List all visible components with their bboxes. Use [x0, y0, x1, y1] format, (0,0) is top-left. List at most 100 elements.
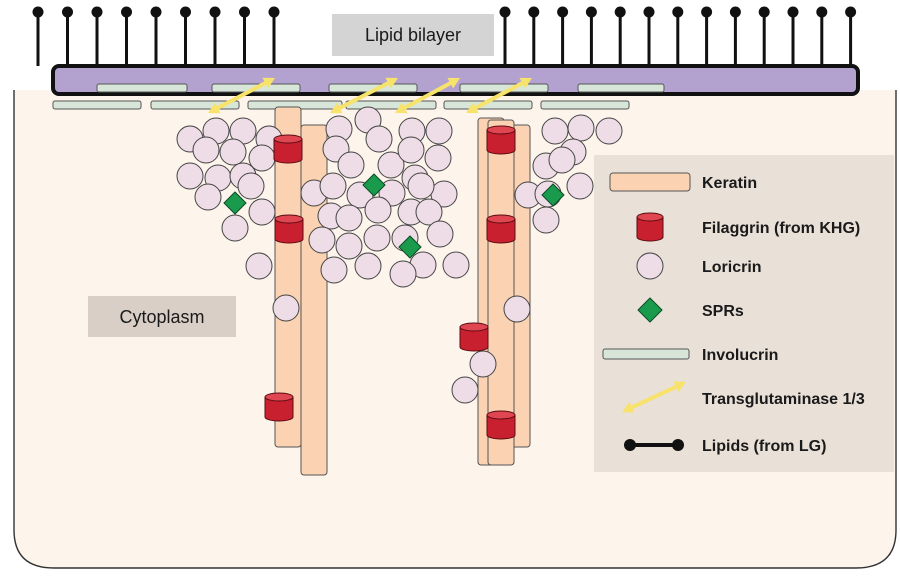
- involucrin-bar: [345, 100, 437, 110]
- legend-involucrin-icon: [602, 348, 690, 360]
- legend-item-loricrin: Loricrin: [636, 252, 762, 280]
- lipid: [121, 6, 132, 66]
- loricrin-molecule: [320, 256, 348, 284]
- loricrin-molecule: [308, 226, 336, 254]
- lipid: [758, 6, 770, 66]
- legend-transglutaminase-icon: [622, 381, 686, 413]
- keratin-filament: [274, 106, 302, 448]
- lipid: [643, 6, 655, 66]
- lipid: [268, 6, 280, 66]
- loricrin-molecule: [248, 198, 276, 226]
- legend-lipids-icon: [624, 439, 684, 451]
- filaggrin-molecule: [459, 322, 489, 352]
- loricrin-molecule: [335, 232, 363, 260]
- loricrin-molecule: [354, 252, 382, 280]
- loricrin-molecule: [363, 224, 391, 252]
- legend-label-involucrin: Involucrin: [702, 347, 778, 364]
- loricrin-molecule: [566, 172, 594, 200]
- lipid: [845, 6, 857, 66]
- filaggrin-molecule: [274, 214, 304, 244]
- legend-sprs-icon: [637, 297, 663, 323]
- involucrin-bars: [52, 83, 665, 110]
- involucrin-bar: [96, 83, 188, 93]
- loricrin-molecule: [219, 138, 247, 166]
- filaggrin-molecule: [486, 125, 516, 155]
- lipid: [62, 6, 73, 66]
- legend-label-loricrin: Loricrin: [702, 259, 762, 276]
- keratin-filament: [487, 119, 515, 466]
- lipid-bilayer-label-box: [332, 14, 494, 56]
- lipid: [180, 6, 191, 66]
- legend-label-lipids: Lipids (from LG): [702, 438, 826, 455]
- involucrin-bar: [577, 83, 665, 93]
- loricrin-molecule: [337, 151, 365, 179]
- loricrin-molecule: [364, 196, 392, 224]
- cytoplasm-label-box: [88, 296, 236, 337]
- loricrin-molecule: [365, 125, 393, 153]
- involucrin-bar: [540, 100, 630, 110]
- loricrin-molecule: [377, 151, 405, 179]
- lipid: [787, 6, 799, 66]
- transglutaminase-arrow: [395, 77, 460, 114]
- spr-molecule: [541, 183, 565, 207]
- transglutaminase-arrows: [208, 77, 532, 114]
- lipid-molecules: [32, 6, 857, 66]
- legend-item-filaggrin: Filaggrin (from KHG): [636, 212, 860, 242]
- lipid-bilayer-label: Lipid bilayer: [365, 25, 461, 45]
- loricrin-molecule: [426, 220, 454, 248]
- spr-molecule: [223, 191, 247, 215]
- lipid: [91, 6, 103, 66]
- lipid: [816, 6, 828, 66]
- loricrin-molecule: [397, 136, 425, 164]
- loricrin-molecule: [595, 117, 623, 145]
- legend-loricrin-icon: [636, 252, 664, 280]
- legend-item-involucrin: Involucrin: [602, 347, 778, 364]
- lipid: [614, 6, 626, 66]
- lipid: [150, 6, 162, 66]
- transglutaminase-arrow: [208, 77, 275, 114]
- lipid: [32, 6, 44, 66]
- keratin-filaments: [274, 106, 531, 476]
- cytoplasm-label: Cytoplasm: [119, 307, 204, 327]
- lipid: [729, 6, 741, 66]
- loricrin-molecules: [176, 106, 623, 404]
- filaggrin-molecule: [486, 214, 516, 244]
- loricrin-molecule: [319, 172, 347, 200]
- loricrin-molecule: [548, 146, 576, 174]
- lipid: [499, 6, 511, 66]
- loricrin-molecule: [335, 204, 363, 232]
- loricrin-molecule: [407, 172, 435, 200]
- legend-label-filaggrin: Filaggrin (from KHG): [702, 220, 860, 237]
- spr-molecules: [223, 173, 565, 259]
- legend-item-transglutaminase: Transglutaminase 1/3: [622, 381, 865, 413]
- loricrin-molecule: [415, 198, 443, 226]
- legend-item-sprs: SPRs: [637, 297, 744, 323]
- legend-box: [594, 155, 894, 472]
- lipid: [557, 6, 569, 66]
- lipid: [528, 6, 540, 66]
- filaggrin-molecule: [264, 392, 294, 422]
- loricrin-molecule: [424, 144, 452, 172]
- loricrin-molecule: [192, 136, 220, 164]
- loricrin-molecule: [194, 183, 222, 211]
- lipid: [701, 6, 713, 66]
- loricrin-molecule: [221, 214, 249, 242]
- legend-item-keratin: Keratin: [609, 172, 757, 192]
- legend-label-transglutaminase: Transglutaminase 1/3: [702, 391, 865, 408]
- spr-molecule: [362, 173, 386, 197]
- loricrin-molecule: [389, 260, 417, 288]
- loricrin-molecule: [442, 251, 470, 279]
- filaggrin-molecule: [486, 410, 516, 440]
- loricrin-molecule: [541, 117, 569, 145]
- transglutaminase-arrow: [330, 77, 398, 114]
- involucrin-bar: [52, 100, 142, 110]
- loricrin-molecule: [503, 295, 531, 323]
- loricrin-molecule: [272, 294, 300, 322]
- spr-molecule: [398, 235, 422, 259]
- loricrin-molecule: [469, 350, 497, 378]
- legend-label-keratin: Keratin: [702, 175, 757, 192]
- loricrin-molecule: [567, 114, 595, 142]
- lipid: [209, 6, 221, 66]
